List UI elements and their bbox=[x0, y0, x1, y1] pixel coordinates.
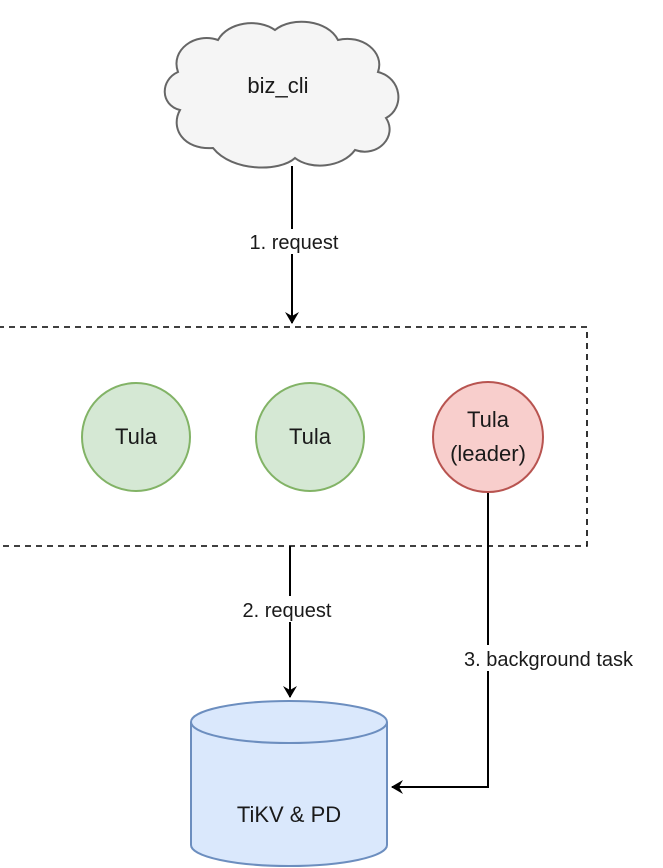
tula-leader-circle bbox=[432, 381, 544, 493]
database-top bbox=[190, 700, 388, 744]
tula-node-1-label: Tula bbox=[115, 424, 158, 449]
tula-node-1: Tula bbox=[81, 382, 191, 492]
edge-label-request-2: 2. request bbox=[243, 600, 332, 622]
database-icon bbox=[190, 722, 388, 867]
client-label: biz_cli bbox=[247, 73, 308, 98]
tula-node-2: Tula bbox=[255, 382, 365, 492]
tula-node-1-circle bbox=[81, 382, 191, 492]
storage-node: TiKV & PD bbox=[190, 700, 388, 867]
tula-node-2-label: Tula bbox=[289, 424, 332, 449]
tula-cluster-boundary bbox=[0, 326, 588, 547]
tula-leader-node: Tula (leader) bbox=[432, 381, 544, 493]
client-node: biz_cli bbox=[163, 20, 400, 169]
edge-label-background-task: 3. background task bbox=[464, 649, 634, 671]
edge-label-request-1: 1. request bbox=[250, 232, 339, 254]
tula-leader-label-line1: Tula bbox=[467, 407, 510, 432]
edge-background-task-bottom bbox=[391, 671, 489, 794]
cloud-icon bbox=[163, 20, 400, 169]
tula-leader-label-line2: (leader) bbox=[450, 441, 526, 466]
storage-label: TiKV & PD bbox=[237, 802, 341, 827]
tula-node-2-circle bbox=[255, 382, 365, 492]
